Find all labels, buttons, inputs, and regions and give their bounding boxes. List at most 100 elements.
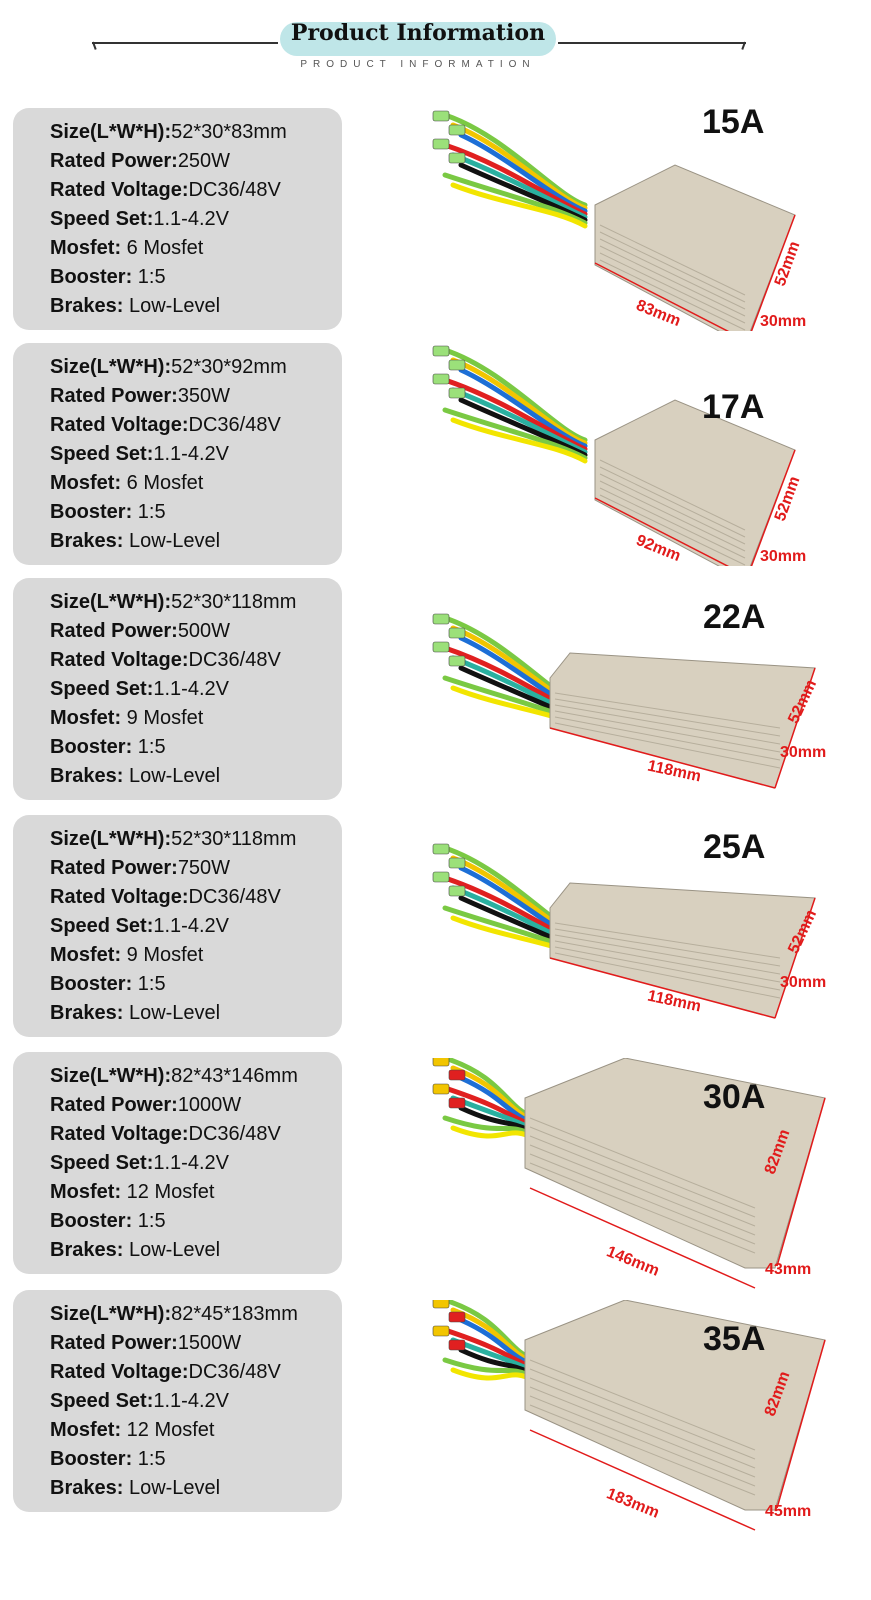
spec-value: 250W (177, 150, 231, 172)
heatsink-fin (554, 722, 781, 769)
spec-row-speed-set: Speed Set:1.1-4.2V (50, 1151, 229, 1175)
spec-row-rated-voltage: Rated Voltage:DC36/48V (50, 1122, 281, 1146)
spec-row-rated-power: Rated Power:500W (50, 619, 230, 643)
heatsink-fin (599, 494, 746, 566)
spec-row-rated-voltage: Rated Voltage:DC36/48V (50, 413, 281, 437)
spec-label: Booster: (50, 501, 133, 523)
wire (442, 142, 588, 217)
height-dimension-line (774, 667, 816, 789)
spec-value: 750W (177, 857, 231, 879)
wire-connector (448, 387, 466, 399)
wire-connector (448, 627, 466, 639)
spec-value: 1:5 (132, 1210, 166, 1232)
header-rule-right (558, 42, 746, 44)
width-dimension-label: 30mm (780, 744, 827, 761)
spec-row-rated-voltage: Rated Voltage:DC36/48V (50, 1360, 281, 1384)
spec-value: Low-Level (123, 1002, 221, 1024)
wire-connector (448, 359, 466, 371)
wire (450, 357, 588, 446)
spec-row-mosfet: Mosfet: 12 Mosfet (50, 1418, 215, 1442)
amperage-label: 17A (702, 388, 765, 426)
spec-row-size: Size(L*W*H):52*30*92mm (50, 355, 287, 379)
heatsink-fin (554, 922, 781, 959)
page-title: Product Information (290, 20, 546, 46)
spec-row-brakes: Brakes: Low-Level (50, 1476, 220, 1500)
spec-row-mosfet: Mosfet: 9 Mosfet (50, 706, 203, 730)
spec-value: 9 Mosfet (121, 944, 204, 966)
heatsink-fin (554, 710, 781, 753)
spec-row-brakes: Brakes: Low-Level (50, 1001, 220, 1025)
wire-connector (448, 1069, 466, 1081)
spec-value: 1:5 (132, 501, 166, 523)
heatsink-fin (529, 1368, 756, 1460)
spec-row-speed-set: Speed Set:1.1-4.2V (50, 442, 229, 466)
wire-connector (448, 1311, 466, 1323)
spec-label: Rated Power: (50, 1332, 178, 1354)
wire-connector (432, 1300, 450, 1309)
spec-label: Brakes: (50, 1477, 124, 1499)
spec-row-booster: Booster: 1:5 (50, 265, 166, 289)
spec-label: Mosfet: (50, 237, 122, 259)
heatsink-fin (599, 252, 746, 324)
spec-label: Rated Voltage: (50, 1361, 189, 1383)
spec-value: Low-Level (123, 1477, 221, 1499)
width-dimension-label: 30mm (780, 974, 827, 991)
spec-row-booster: Booster: 1:5 (50, 1209, 166, 1233)
heatsink-fin (529, 1386, 756, 1478)
spec-value: 52*30*92mm (171, 356, 287, 378)
spec-label: Brakes: (50, 1239, 124, 1261)
wire-connector (448, 655, 466, 667)
spec-row-rated-power: Rated Power:1000W (50, 1093, 241, 1117)
spec-value: 12 Mosfet (121, 1181, 215, 1203)
heatsink-fin (529, 1162, 756, 1254)
wire (458, 397, 588, 458)
heatsink-fin (529, 1117, 756, 1209)
spec-label: Rated Power: (50, 857, 178, 879)
length-dimension-line (594, 497, 730, 566)
heatsink-fin (529, 1395, 756, 1487)
spec-value: Low-Level (123, 530, 221, 552)
length-dimension-line (529, 1187, 756, 1289)
wire-connector (432, 373, 450, 385)
spec-value: 52*30*118mm (171, 828, 297, 850)
page-subtitle: PRODUCT INFORMATION (300, 59, 536, 70)
controller-illustration (432, 1300, 826, 1531)
wire-connector (432, 110, 450, 122)
spec-label: Speed Set: (50, 915, 154, 937)
controller-illustration (432, 1058, 826, 1289)
spec-row-rated-voltage: Rated Voltage:DC36/48V (50, 885, 281, 909)
spec-row-mosfet: Mosfet: 6 Mosfet (50, 236, 203, 260)
wire (442, 347, 588, 443)
heatsink-fin (599, 245, 746, 317)
spec-row-rated-power: Rated Power:250W (50, 149, 230, 173)
height-dimension-line (776, 1097, 826, 1267)
spec-label: Booster: (50, 266, 133, 288)
spec-value: 9 Mosfet (121, 707, 204, 729)
spec-label: Mosfet: (50, 944, 122, 966)
spec-label: Rated Power: (50, 385, 178, 407)
spec-value: DC36/48V (188, 1361, 281, 1383)
spec-value: 1.1-4.2V (153, 915, 229, 937)
spec-label: Size(L*W*H): (50, 121, 172, 143)
spec-label: Size(L*W*H): (50, 591, 172, 613)
spec-label: Brakes: (50, 295, 124, 317)
wire-connector (448, 857, 466, 869)
spec-label: Mosfet: (50, 472, 122, 494)
spec-row-size: Size(L*W*H):52*30*83mm (50, 120, 287, 144)
heatsink-fin (554, 704, 781, 745)
wire-connector (432, 1325, 450, 1337)
spec-value: 1:5 (132, 266, 166, 288)
spec-value: 1000W (177, 1094, 242, 1116)
heatsink-fin (529, 1153, 756, 1245)
spec-label: Rated Voltage: (50, 414, 189, 436)
wire (442, 172, 588, 226)
spec-label: Booster: (50, 1448, 133, 1470)
wire-connector (448, 152, 466, 164)
